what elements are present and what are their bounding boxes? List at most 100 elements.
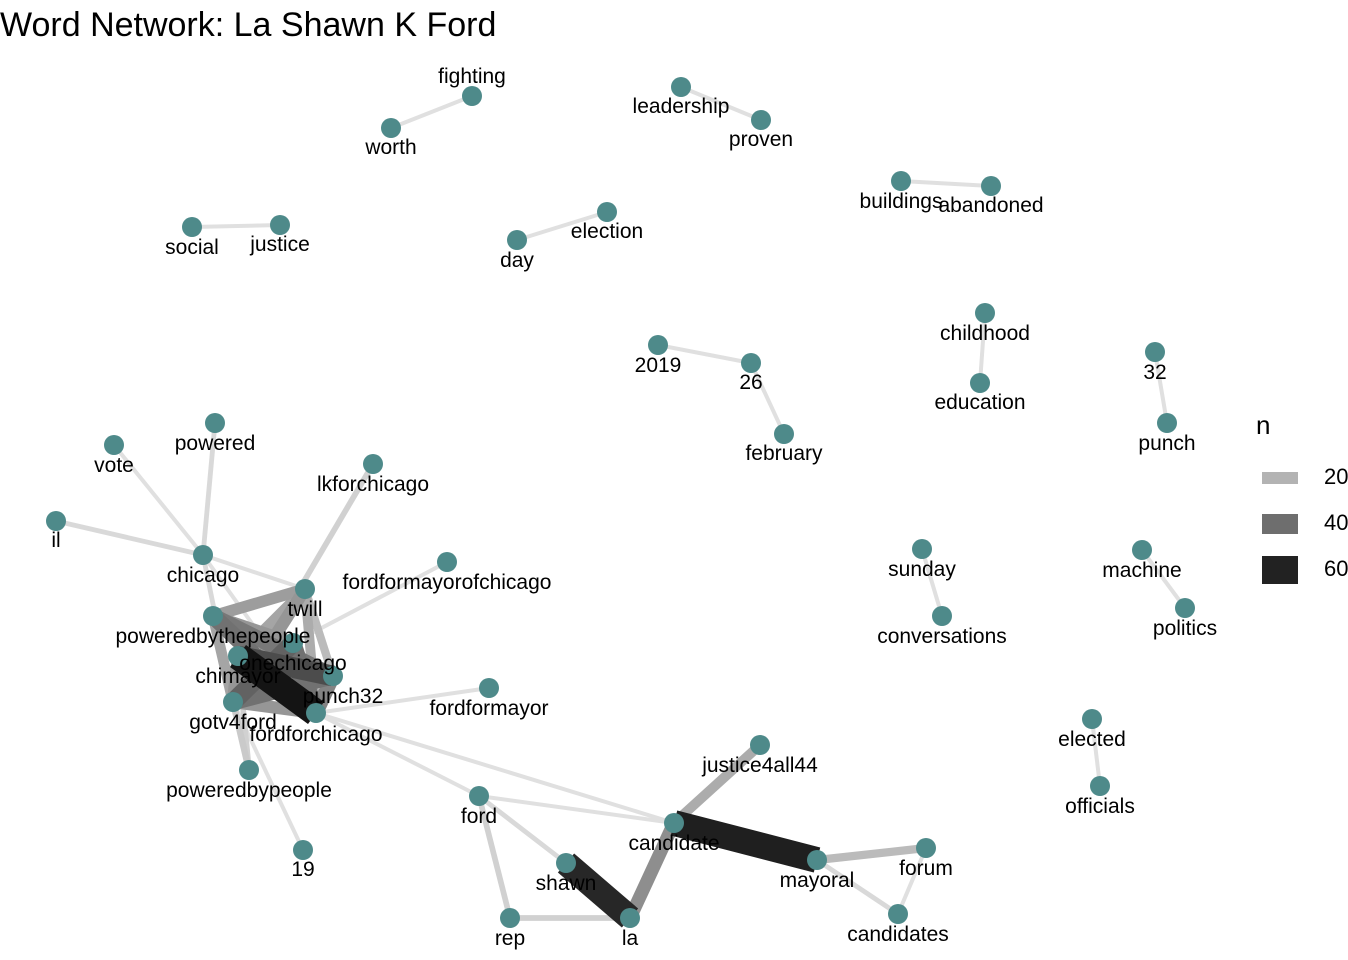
legend: n 20 40 60 (1256, 410, 1348, 600)
node-chimayor (228, 646, 248, 666)
edge-day-election (516, 210, 608, 242)
edge-sunday-conversations (920, 548, 944, 617)
edge-il-chicago (55, 518, 204, 558)
edge-ford-shawn (477, 794, 568, 865)
node-day (507, 230, 527, 250)
node-shawn (556, 853, 576, 873)
edge-shawn-la (557, 853, 639, 928)
node-label-chimayor: chimayor (195, 665, 280, 688)
node-february (774, 424, 794, 444)
node-label-vote: vote (94, 454, 134, 477)
node-ford (469, 786, 489, 806)
node-label-shawn: shawn (536, 872, 597, 895)
edge-machine-politics (1140, 548, 1187, 610)
node-label-worth: worth (364, 136, 416, 159)
node-label-punch32: punch32 (303, 685, 384, 708)
node-il (46, 511, 66, 531)
node-label-forum: forum (899, 857, 953, 880)
node-lkforchicago (363, 454, 383, 474)
edge-ford-rep (476, 795, 513, 919)
node-justice (270, 215, 290, 235)
node-onechicago (283, 633, 303, 653)
node-punch32 (323, 666, 343, 686)
node-32 (1145, 342, 1165, 362)
node-26 (741, 353, 761, 373)
legend-entry: 40 (1262, 506, 1348, 542)
edge-leadership-proven (680, 85, 762, 122)
edge-ford-candidate (478, 794, 675, 825)
node-2019 (648, 335, 668, 355)
node-powered (205, 413, 225, 433)
node-label-childhood: childhood (940, 322, 1030, 345)
page-title: Word Network: La Shawn K Ford (0, 6, 497, 44)
legend-title: n (1256, 410, 1271, 440)
node-la (620, 908, 640, 928)
node-worth (381, 118, 401, 138)
edge-mayoral-forum (816, 843, 927, 865)
node-label-machine: machine (1102, 559, 1181, 582)
node-label-leadership: leadership (633, 95, 730, 118)
node-label-powered: powered (175, 432, 256, 455)
node-label-poweredbythepeople: poweredbythepeople (116, 625, 311, 648)
node-label-26: 26 (739, 371, 762, 394)
node-label-social: social (165, 236, 219, 259)
node-label-twill: twill (288, 598, 323, 621)
node-label-lkforchicago: lkforchicago (317, 473, 429, 496)
node-fordformayorofchicago (437, 552, 457, 572)
node-gotv4ford (223, 692, 243, 712)
edge-elected-officials (1090, 718, 1102, 787)
node-leadership (671, 77, 691, 97)
node-label-ford: ford (461, 805, 497, 828)
node-abandoned (981, 176, 1001, 196)
node-label-elected: elected (1058, 728, 1126, 751)
node-social (182, 217, 202, 237)
node-poweredbythepeople (203, 606, 223, 626)
legend-entry: 60 (1262, 552, 1348, 588)
node-label-proven: proven (729, 128, 793, 151)
legend-swatch (1262, 556, 1298, 584)
node-label-fighting: fighting (438, 65, 506, 88)
legend-swatch (1262, 472, 1298, 484)
node-label-32: 32 (1143, 361, 1166, 384)
edge-26-february (749, 362, 786, 435)
node-label-buildings: buildings (860, 190, 943, 213)
node-label-fordforchicago: fordforchicago (249, 723, 382, 746)
node-candidate (664, 813, 684, 833)
node-label-conversations: conversations (877, 625, 1007, 648)
edge-buildings-abandoned (900, 179, 992, 188)
node-machine (1132, 540, 1152, 560)
word-network-graph: fighting worth leadership proven buildingsab… (46, 65, 1217, 950)
node-label-education: education (934, 391, 1025, 414)
edge-fordforchicago-candidate (315, 711, 675, 825)
edge-candidate-mayoral (670, 810, 821, 873)
edge-mayoral-candidates (815, 857, 900, 917)
node-label-candidates: candidates (847, 923, 949, 946)
node-label-2019: 2019 (635, 354, 682, 377)
edge-poweredbypeople-gotv4ford (229, 701, 253, 771)
node-label-sunday: sunday (888, 558, 956, 581)
node-label-fordformayorofchicago: fordformayorofchicago (343, 571, 552, 594)
node-label-onechicago: onechicago (239, 652, 346, 675)
edge-worth-fighting (390, 94, 473, 130)
node-rep (500, 908, 520, 928)
node-twill (295, 579, 315, 599)
node-chicago (193, 545, 213, 565)
node-label-abandoned: abandoned (938, 194, 1043, 217)
node-label-candidate: candidate (628, 832, 719, 855)
node-label-19: 19 (291, 858, 314, 881)
node-label-officials: officials (1065, 795, 1135, 818)
node-label-politics: politics (1153, 617, 1217, 640)
node-proven (751, 110, 771, 130)
node-education (970, 373, 990, 393)
edge-chimayor-fordforchicago (230, 645, 324, 724)
node-fordforchicago (306, 703, 326, 723)
edge-2019-26 (657, 343, 752, 365)
node-mayoral (807, 850, 827, 870)
edge-poweredbythepeople-twill (211, 583, 307, 622)
node-label-gotv4ford: gotv4ford (189, 711, 277, 734)
node-fighting (462, 86, 482, 106)
node-vote (104, 435, 124, 455)
edge-chicago-twill (202, 553, 306, 591)
edge-social-justice (191, 223, 281, 229)
node-poweredbypeople (239, 760, 259, 780)
